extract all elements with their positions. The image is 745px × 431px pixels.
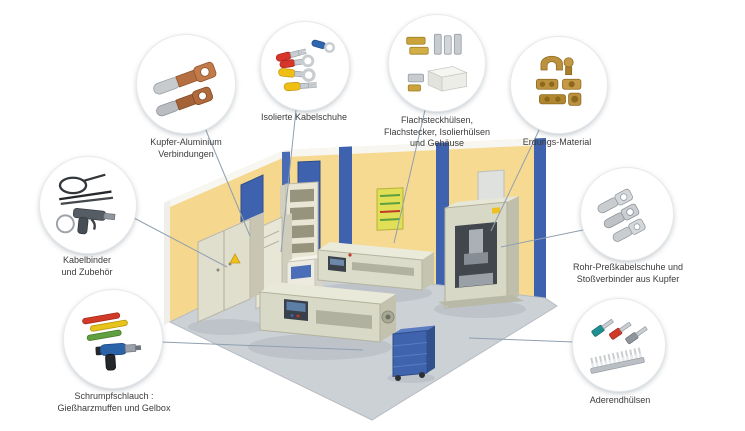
copper-tube-lugs-icon — [597, 188, 646, 243]
callout-schrumpfschlauch[interactable] — [64, 290, 162, 388]
callout-kabelbinder[interactable] — [40, 157, 136, 253]
callout-label: Kabelbinder und Zubehör — [61, 255, 113, 277]
callout-rohr-presskabelschuhe[interactable] — [581, 168, 673, 260]
callout-label: Isolierte Kabelschuhe — [260, 112, 348, 122]
callout-aderendhuelsen[interactable] — [573, 299, 665, 391]
callout-erdungs-material[interactable] — [511, 37, 607, 133]
machine-back — [317, 242, 434, 291]
wall-pillar-1 — [339, 146, 352, 275]
cabinet-left — [197, 212, 264, 323]
callout-flachsteckhuelsen[interactable] — [389, 15, 485, 111]
callout-label: Schrumpfschlauch : Gießharzmuffen und Ge… — [57, 391, 171, 413]
wall-chart — [376, 187, 404, 231]
tool-cart — [392, 325, 435, 381]
flat-connectors-icon — [405, 33, 468, 92]
callout-label: Erdungs-Material — [522, 137, 592, 147]
machine-front — [259, 282, 396, 343]
connector-lines — [133, 109, 584, 351]
wire-ferrules-icon — [590, 318, 648, 374]
callout-label: Rohr-Preßkabelschuhe und Stoßverbinder a… — [572, 262, 684, 284]
heat-gun-tubes-icon — [82, 312, 141, 371]
wall-pillar-3 — [534, 138, 546, 299]
press-machine — [438, 196, 524, 309]
callout-isolierte-kabelschuhe[interactable] — [261, 22, 349, 110]
cable-ties-icon — [55, 173, 116, 234]
copper-aluminium-lugs-icon — [153, 61, 217, 117]
callout-label: Aderendhülsen — [589, 395, 651, 405]
callout-kupfer-aluminium-verbindungen[interactable] — [137, 35, 235, 133]
callout-label: Flachsteckhülsen, Flachstecker, Isolierh… — [383, 115, 491, 149]
grounding-clamps-icon — [535, 55, 581, 106]
insulated-cable-lugs-icon — [275, 39, 335, 91]
callout-label: Kupfer-Aluminium Verbindungen — [150, 137, 222, 159]
